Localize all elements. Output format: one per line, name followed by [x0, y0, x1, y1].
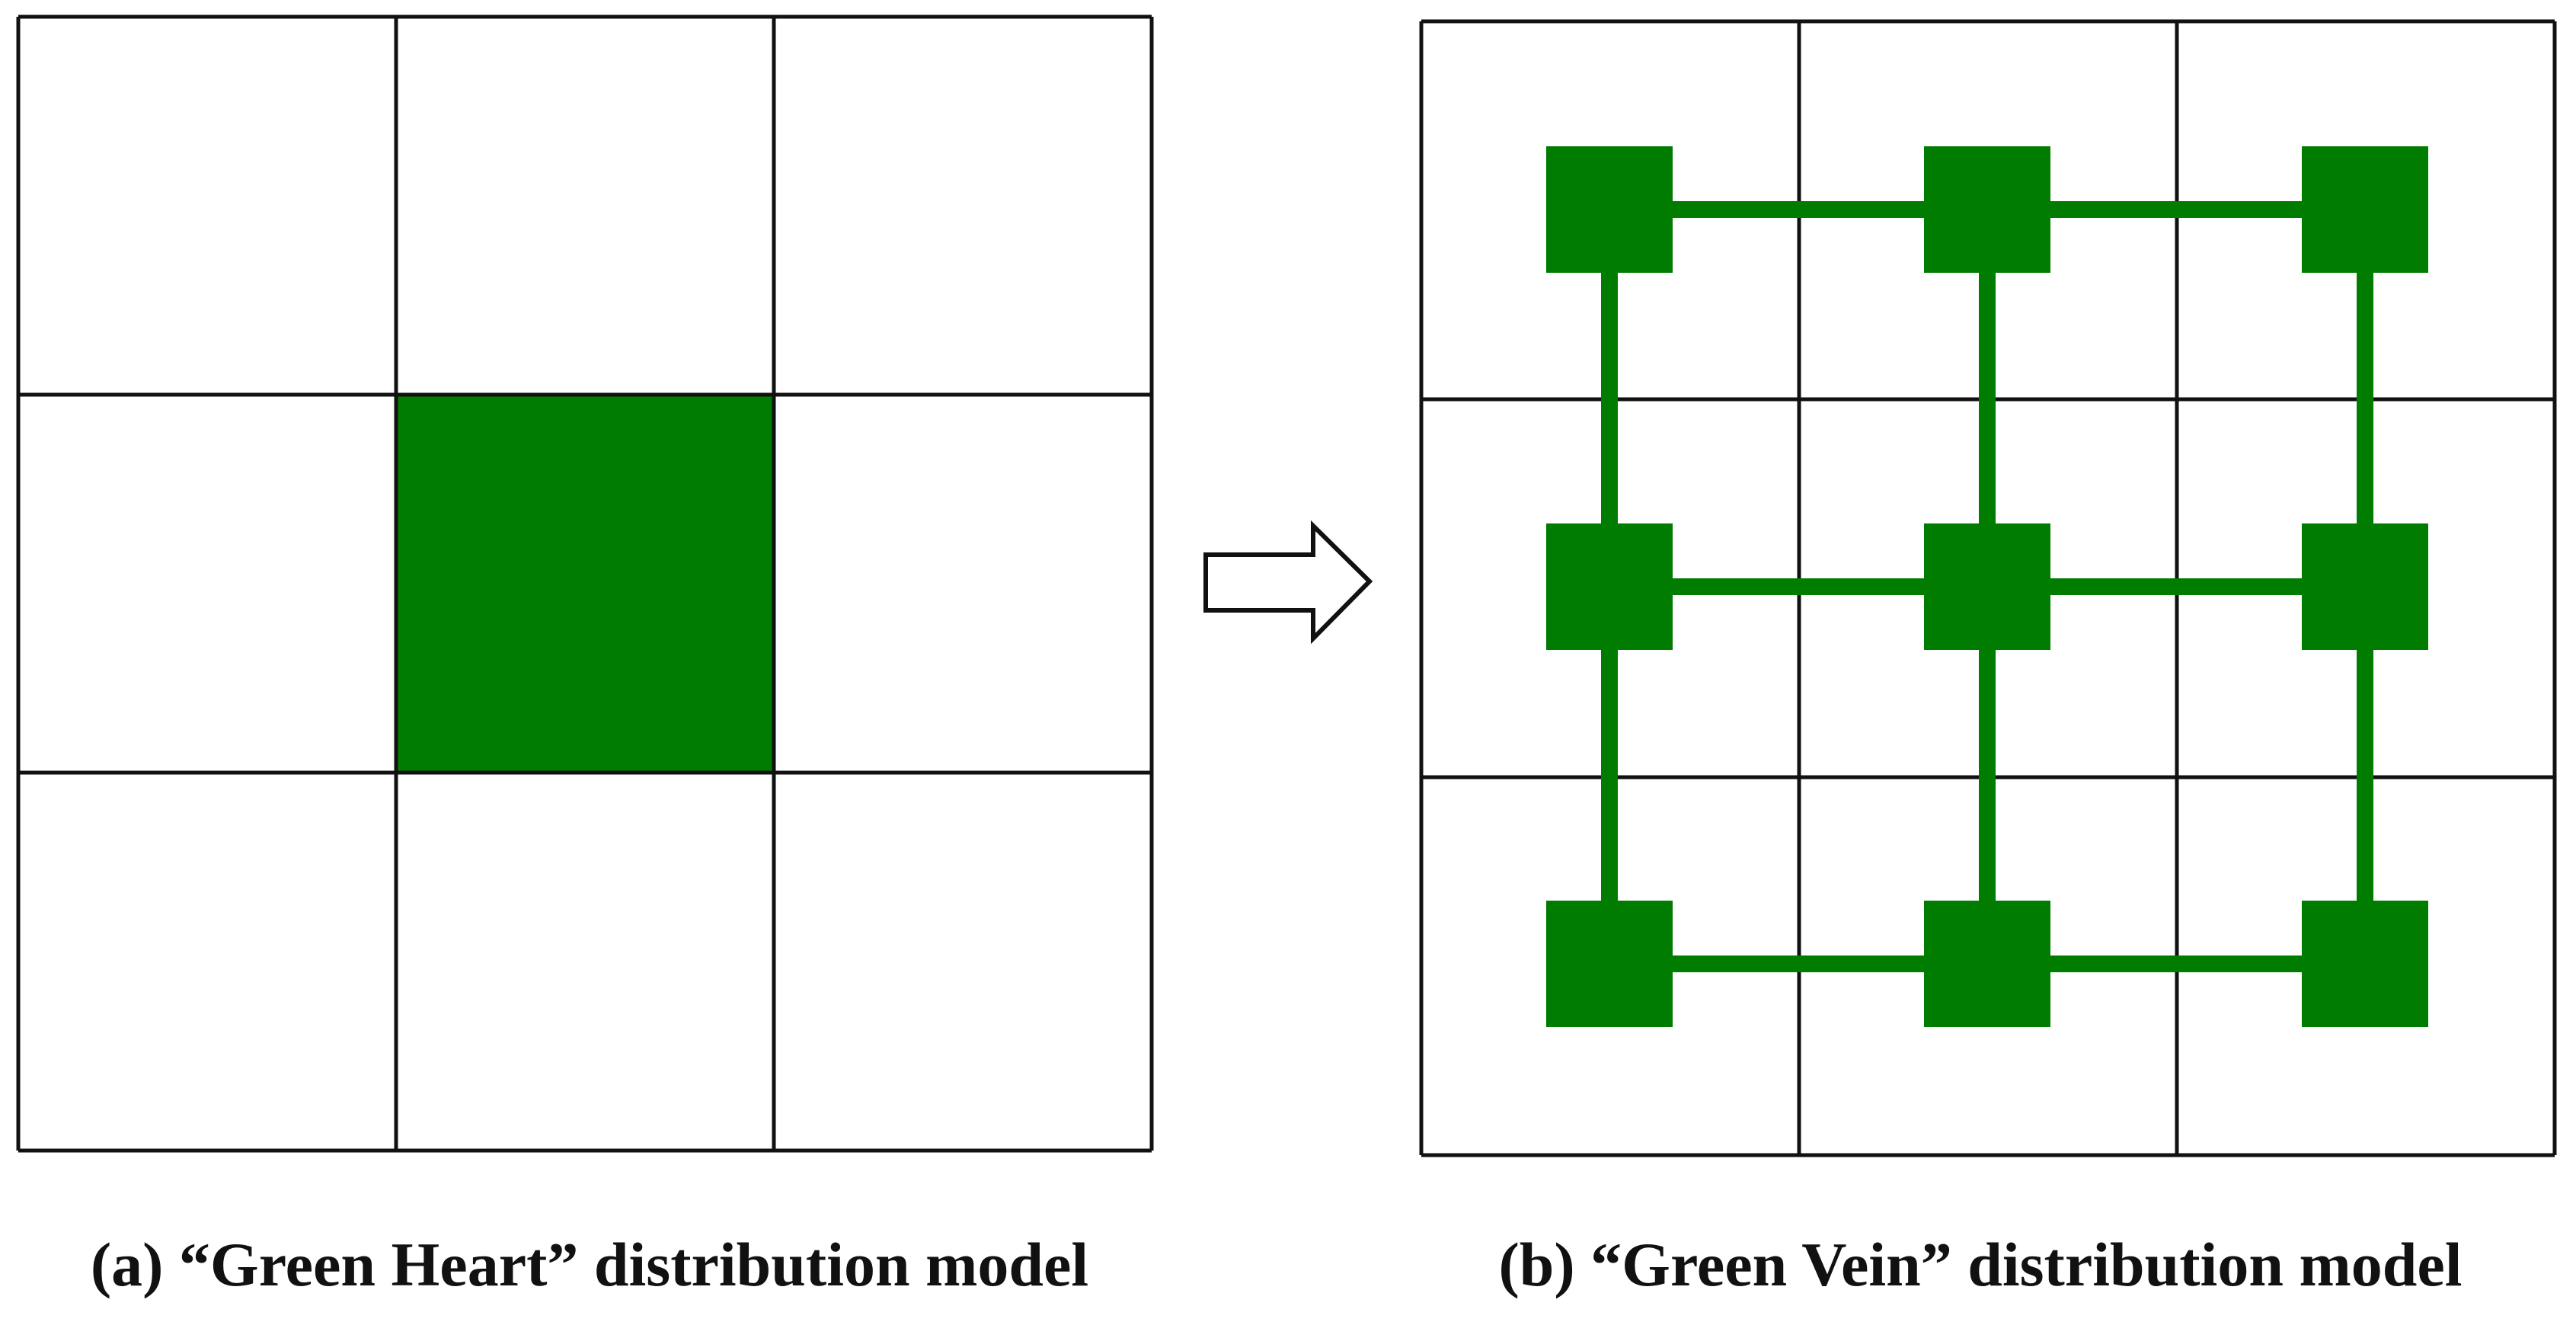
- green-vein-node: [1546, 523, 1673, 650]
- green-vein-node: [2302, 901, 2428, 1027]
- green-vein-node: [1924, 901, 2050, 1027]
- green-vein-node: [1546, 901, 1673, 1027]
- caption-green-vein: (b) “Green Vein” distribution model: [1498, 1230, 2463, 1299]
- green-heart-cell: [396, 395, 774, 773]
- green-vein-node: [2302, 146, 2428, 273]
- green-heart-panel: [16, 14, 1154, 1153]
- green-vein-node: [1924, 146, 2050, 273]
- transition-arrow: [1203, 520, 1373, 645]
- green-vein-node: [2302, 523, 2428, 650]
- green-vein-node: [1546, 146, 1673, 273]
- caption-green-heart: (a) “Green Heart” distribution model: [90, 1230, 1089, 1299]
- hollow-right-arrow-icon: [1203, 520, 1373, 645]
- green-vein-panel: [1419, 19, 2557, 1157]
- green-vein-node: [1924, 523, 2050, 650]
